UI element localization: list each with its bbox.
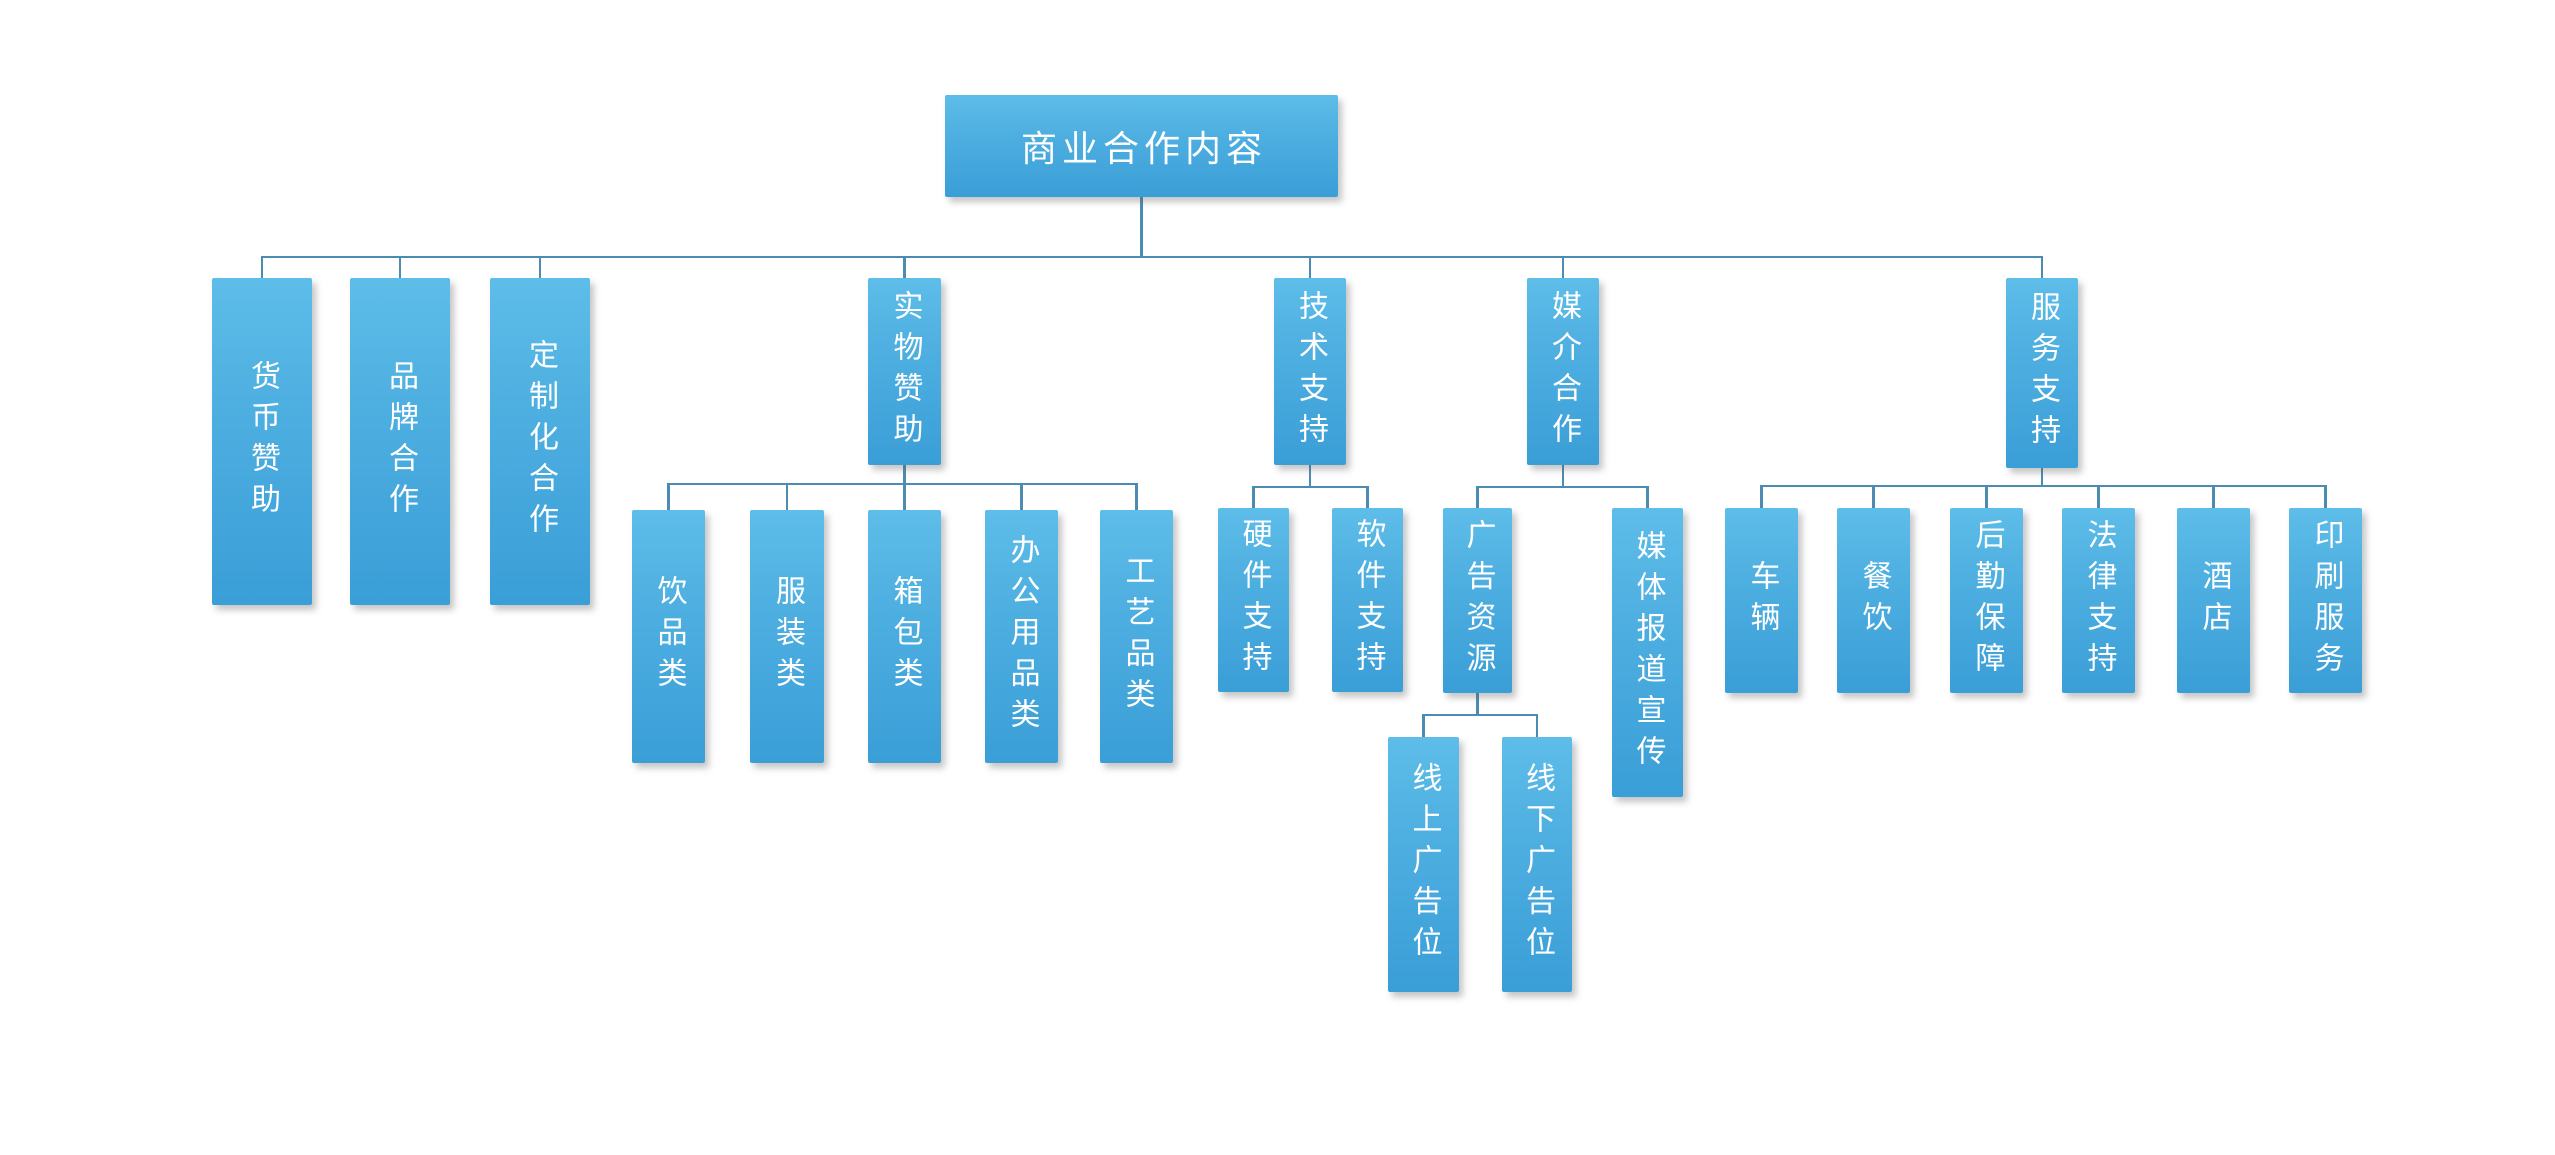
connector-vertical [2212,486,2215,508]
node-label: 技术支持 [1294,289,1327,454]
node-label: 线上广告位 [1407,762,1441,967]
connector-vertical [1985,486,1988,508]
node-label: 后勤保障 [1970,518,2004,683]
connector-vertical [1760,486,1763,508]
connector-vertical [1135,484,1138,510]
node-label: 酒店 [2197,559,2231,642]
connector-vertical [1476,693,1479,715]
connector-vertical [1140,197,1143,257]
connector-vertical [260,257,264,278]
node-label: 餐饮 [1857,559,1891,642]
connector-horizontal [1252,485,1369,489]
connector-vertical [1872,486,1875,508]
node-label: 广告资源 [1461,518,1495,683]
connector-vertical [1561,257,1565,278]
node-hardware-support: 硬件支持 [1218,508,1289,692]
connector-vertical [903,257,906,278]
connector-vertical [903,484,906,510]
node-legal-support: 法律支持 [2062,508,2135,693]
node-physical-sponsorship: 实物赞助 [868,278,941,465]
node-media-coverage-publicity: 媒体报道宣传 [1612,508,1683,797]
node-crafts: 工艺品类 [1100,510,1173,763]
node-label: 法律支持 [2082,518,2116,683]
node-label: 印刷服务 [2309,518,2343,683]
node-media-cooperation: 媒介合作 [1527,278,1599,465]
node-currency-sponsorship: 货币赞助 [212,278,312,605]
connector-vertical [667,484,670,510]
connector-vertical [2040,468,2044,486]
connector-vertical [1646,487,1649,508]
node-software-support: 软件支持 [1332,508,1403,692]
node-ad-resources: 广告资源 [1443,508,1512,693]
node-label: 工艺品类 [1120,554,1154,719]
node-label: 商业合作内容 [1020,128,1267,169]
node-offline-ad-slots: 线下广告位 [1502,737,1572,992]
connector-vertical [903,465,906,484]
node-hotel: 酒店 [2177,508,2250,693]
node-brand-cooperation: 品牌合作 [350,278,450,605]
connector-vertical [398,257,402,278]
node-label: 服务支持 [2026,291,2059,455]
node-label: 办公用品类 [1005,534,1039,739]
node-customized-cooperation: 定制化合作 [490,278,590,605]
node-label: 服装类 [771,575,804,698]
node-label: 软件支持 [1351,518,1385,682]
node-bags-luggage: 箱包类 [868,510,941,763]
node-label: 媒体报道宣传 [1631,529,1665,776]
node-label: 货币赞助 [246,359,279,524]
node-office-supplies: 办公用品类 [985,510,1058,763]
node-label: 定制化合作 [524,339,557,544]
node-label: 车辆 [1745,559,1779,642]
connector-vertical [1561,465,1565,487]
node-technical-support: 技术支持 [1274,278,1346,465]
node-online-ad-slots: 线上广告位 [1388,737,1459,992]
node-label: 实物赞助 [888,289,922,454]
connector-vertical [2324,486,2327,508]
connector-vertical [2040,257,2044,278]
connector-vertical [1535,715,1539,737]
node-label: 硬件支持 [1237,518,1271,682]
node-catering: 餐饮 [1837,508,1910,693]
node-clothing: 服装类 [750,510,824,763]
connector-horizontal [667,482,1138,486]
connector-vertical [2097,486,2100,508]
node-logistics-support: 后勤保障 [1950,508,2023,693]
node-service-support: 服务支持 [2006,278,2078,468]
connector-horizontal [1422,713,1539,717]
connector-vertical [1252,487,1255,508]
connector-vertical [785,484,789,510]
connector-vertical [1366,487,1369,508]
node-beverages: 饮品类 [632,510,705,763]
node-label: 媒介合作 [1547,289,1580,454]
connector-vertical [538,257,542,278]
connector-horizontal [260,255,2044,259]
node-label: 线下广告位 [1521,762,1554,967]
node-label: 饮品类 [652,575,686,698]
connector-horizontal [1476,485,1649,489]
node-business-cooperation-content: 商业合作内容 [945,95,1338,197]
node-printing-service: 印刷服务 [2289,508,2362,693]
connector-vertical [1422,715,1425,737]
connector-vertical [1476,487,1479,508]
connector-vertical [1308,465,1312,487]
node-vehicles: 车辆 [1725,508,1798,693]
connector-horizontal [1760,484,2327,488]
connector-vertical [1020,484,1023,510]
connector-vertical [1308,257,1312,278]
node-label: 箱包类 [888,575,922,698]
node-label: 品牌合作 [384,359,417,524]
